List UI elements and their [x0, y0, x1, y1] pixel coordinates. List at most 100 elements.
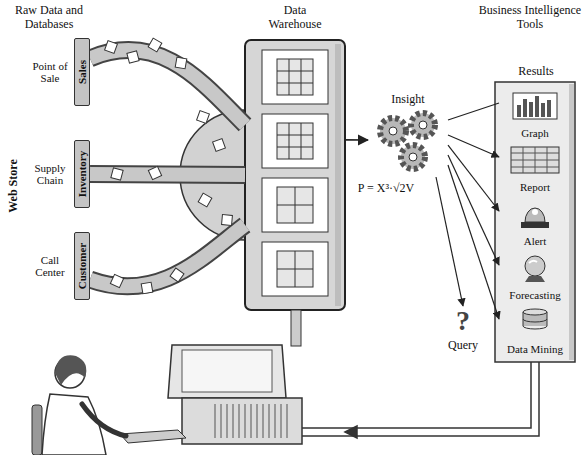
alert-icon	[521, 208, 549, 228]
forecast-icon	[525, 276, 545, 282]
computer-illustration	[182, 398, 302, 444]
source-database: Call Center Customer	[28, 232, 90, 300]
data-cubes	[148, 166, 161, 179]
bi-tool: Data Mining	[499, 306, 571, 358]
side-label: Web Store	[7, 159, 21, 212]
flow-arrow	[436, 177, 463, 306]
insight-gears	[419, 121, 427, 129]
tool-label: Forecasting	[499, 289, 571, 302]
warehouse-cabinet	[262, 114, 328, 168]
data-cubes	[127, 51, 139, 63]
database-icon	[523, 309, 547, 315]
graph-icon	[513, 93, 557, 119]
warehouse-cabinet	[245, 40, 345, 310]
flow-arrow	[448, 155, 499, 265]
warehouse-cable	[291, 310, 301, 346]
database-icon	[523, 319, 547, 322]
woman-figure	[55, 355, 86, 385]
data-cubes	[213, 139, 226, 152]
computer-illustration	[120, 345, 302, 444]
section-heading: Raw Data and Databases	[8, 4, 90, 32]
flow-arrow	[448, 165, 499, 319]
woman-figure	[42, 394, 106, 455]
database-label: Inventory	[76, 151, 88, 197]
results-panel	[569, 84, 574, 360]
woman-figure	[32, 355, 126, 455]
insight-gears	[409, 153, 417, 161]
warehouse-cable	[291, 310, 301, 346]
bi-tool: Report	[499, 144, 571, 196]
alert-icon	[521, 222, 549, 228]
node-heading: Data Warehouse	[260, 4, 330, 32]
data-pipe	[90, 50, 245, 125]
computer-illustration	[215, 404, 287, 438]
insight-gears	[380, 118, 406, 144]
insight-gears	[411, 113, 435, 137]
graph-icon	[517, 105, 521, 117]
database-icon	[523, 309, 547, 329]
flow-arrow	[345, 139, 368, 141]
node-heading: Insight	[368, 92, 448, 107]
tool-label: Data Mining	[499, 343, 571, 356]
source-database: Point of SaleSales	[28, 38, 90, 106]
data-cubes	[148, 38, 162, 52]
return-cable	[300, 362, 539, 436]
data-pipe	[90, 50, 245, 125]
report-icon	[511, 147, 559, 173]
warehouse-cabinet	[277, 59, 313, 95]
flow-arrow	[448, 135, 499, 157]
bi-tool: Alert	[499, 198, 571, 250]
return-cable	[300, 362, 539, 438]
results-panel: ResultsGraphReportAlertForecastingData M…	[495, 62, 577, 362]
data-cubes	[105, 41, 118, 54]
warehouse-cabinet	[262, 50, 328, 104]
database-band: Inventory	[74, 140, 90, 208]
results-panel	[495, 82, 575, 362]
flow-arrow	[345, 139, 368, 140]
graph-icon	[529, 102, 533, 117]
flow-arrow	[448, 145, 499, 211]
flow-arrow	[448, 103, 499, 120]
graph-icon	[541, 103, 545, 117]
graph-icon	[535, 96, 539, 117]
warehouse-cabinet	[262, 242, 328, 296]
warehouse-cabinet	[277, 187, 313, 223]
flow-arrow	[448, 165, 499, 319]
tool-label: Graph	[499, 127, 571, 140]
warehouse-cabinet	[277, 251, 313, 287]
woman-figure	[32, 405, 42, 455]
source-label: Call Center	[28, 254, 72, 278]
graph-icon	[523, 99, 527, 117]
return-cable	[300, 362, 531, 428]
bi-tool: Graph	[499, 90, 571, 142]
database-label: Customer	[76, 243, 88, 289]
insight-engine: Insight	[368, 92, 448, 177]
warehouse-cabinet	[245, 40, 345, 310]
report-icon	[511, 147, 559, 173]
computer-illustration	[120, 430, 186, 443]
data-cubes	[110, 274, 123, 287]
node-heading: Results	[495, 64, 577, 79]
data-cubes	[197, 111, 210, 124]
warehouse-cabinet	[277, 59, 313, 95]
alert-icon	[532, 209, 538, 215]
insight-gears	[401, 145, 425, 169]
data-cubes	[222, 215, 233, 226]
graph-icon	[547, 100, 551, 117]
alert-icon	[525, 208, 545, 222]
insight-gears	[389, 127, 397, 135]
insight-gears	[380, 113, 435, 169]
data-cubes	[175, 57, 187, 69]
query-label: Query	[438, 338, 488, 353]
section-heading: Business Intelligence Tools	[478, 4, 582, 32]
graph-icon	[513, 93, 557, 119]
data-cubes	[198, 193, 212, 207]
tool-label: Alert	[499, 235, 571, 248]
computer-illustration	[182, 350, 272, 392]
tool-label: Report	[499, 181, 571, 194]
data-warehouse: Data Warehouse	[245, 4, 345, 310]
return-cable	[345, 426, 357, 438]
flow-arrow	[448, 103, 499, 120]
warehouse-cabinet	[277, 251, 313, 287]
